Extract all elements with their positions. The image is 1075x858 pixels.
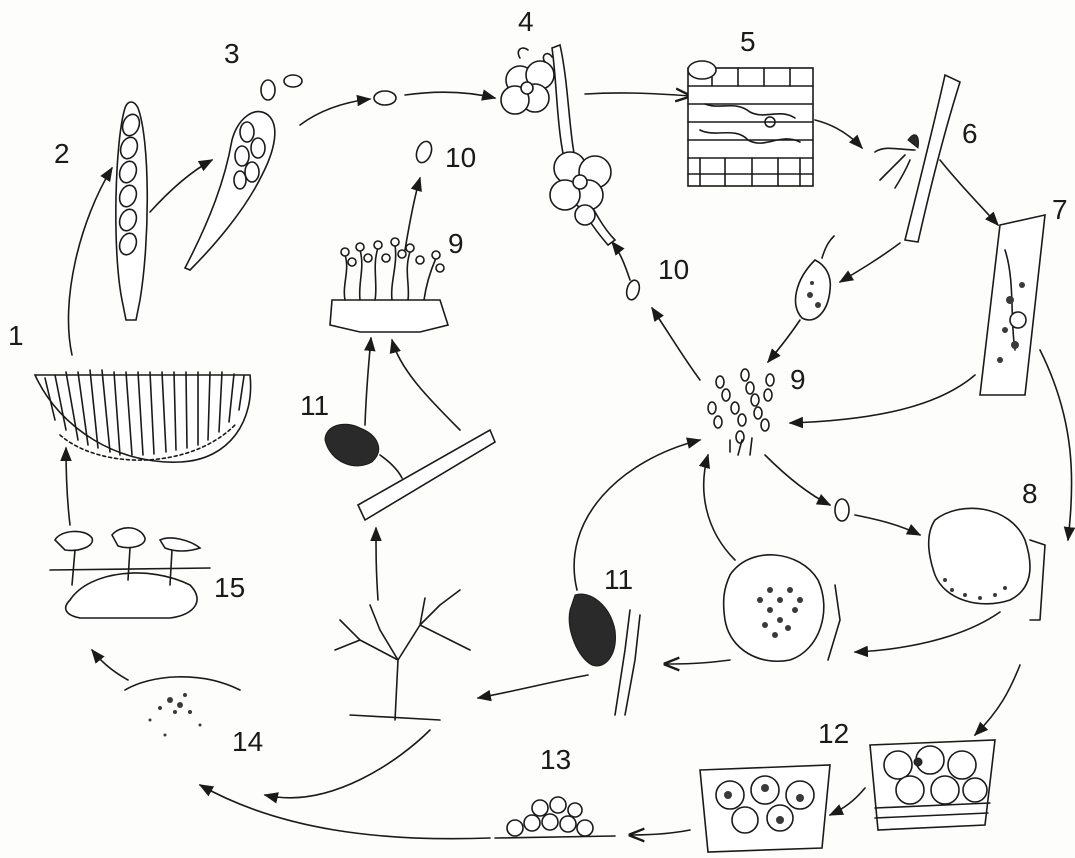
arrow-spore-to-8: [855, 515, 920, 535]
conidium-center: [625, 279, 642, 301]
arrow-spore-to-4: [405, 92, 495, 98]
arrow-tree-to-14: [265, 730, 430, 798]
infected-blossoms: [501, 45, 615, 245]
label-8: 8: [1022, 480, 1038, 508]
tree: [335, 590, 470, 720]
arrow-rot-to-9: [704, 455, 735, 560]
label-1: 1: [8, 322, 24, 350]
arrow-7-to-8: [1040, 350, 1072, 540]
arrow-11-to-9-left: [365, 338, 371, 425]
rotting-fruit: [929, 508, 1045, 620]
arrow-8-to-rot: [855, 612, 1000, 652]
label-6: 6: [962, 120, 978, 148]
arrow-6-to-7: [940, 160, 998, 225]
basket-of-fruit: [870, 740, 995, 830]
label-5: 5: [740, 28, 756, 56]
arrow-8-to-12: [975, 665, 1020, 735]
arrow-mummy-to-9: [768, 320, 800, 362]
label-12: 12: [818, 720, 849, 748]
buried-mummy: [125, 677, 240, 737]
arrow-12-to-basket: [830, 788, 865, 815]
canker-twig: [980, 215, 1045, 395]
discharging-ascus: [185, 75, 396, 270]
arrow-11-to-tree: [478, 675, 588, 698]
mummy-pile: [495, 797, 615, 838]
arrow-13-to-14: [200, 785, 490, 839]
arrow-9-to-spore: [765, 455, 830, 505]
arrow-14-to-15: [92, 650, 128, 680]
conidium-lower: [835, 499, 849, 521]
arrow-2-to-3: [150, 160, 212, 212]
arrow-6-to-mummy: [840, 243, 900, 282]
apothecium-section: [35, 370, 251, 462]
label-10-center: 10: [658, 256, 689, 284]
label-9-center: 9: [790, 366, 806, 394]
apothecia-on-mummy: [50, 528, 210, 618]
arrow-1-to-2: [68, 168, 112, 355]
arrow-4-to-5: [585, 93, 690, 96]
label-15: 15: [214, 574, 245, 602]
label-11-left: 11: [300, 392, 329, 420]
arrow-9-to-10: [652, 308, 700, 380]
arrow-5-to-6: [815, 120, 862, 148]
sporodochium-left: [330, 238, 448, 332]
arrow-11-to-9-center: [574, 440, 700, 590]
label-3: 3: [224, 40, 240, 68]
arrow-twig-to-9-left: [392, 340, 460, 430]
mummy-on-twig-left: [325, 424, 495, 520]
arrow-rot-to-11: [665, 660, 730, 664]
ascus-with-spores: [116, 102, 147, 320]
label-11-center: 11: [604, 566, 633, 594]
label-14: 14: [232, 728, 263, 756]
arrow-basket-to-13: [630, 830, 690, 835]
conidia-chains-center: [708, 369, 774, 455]
label-9-left: 9: [448, 230, 464, 258]
infected-twig: [875, 75, 960, 242]
basket-of-rotted-fruit: [700, 765, 830, 852]
arrow-9-to-10-left: [405, 178, 420, 250]
arrow-3-to-spore: [300, 99, 370, 125]
arrow-10-to-4: [612, 242, 630, 280]
conidium-left: [414, 139, 435, 164]
arrow-15-to-1: [66, 448, 70, 525]
tissue-section: [688, 61, 813, 186]
label-7: 7: [1052, 196, 1068, 224]
arrow-7-to-9: [790, 375, 975, 423]
arrow-tree-to-11: [376, 528, 378, 600]
label-13: 13: [540, 746, 571, 774]
mummy-on-stem-center: [569, 594, 640, 715]
label-10-left: 10: [445, 144, 476, 172]
sporulating-fruit: [724, 555, 840, 661]
mummified-flower: [796, 236, 834, 320]
label-4: 4: [518, 8, 534, 36]
label-2: 2: [54, 140, 70, 168]
